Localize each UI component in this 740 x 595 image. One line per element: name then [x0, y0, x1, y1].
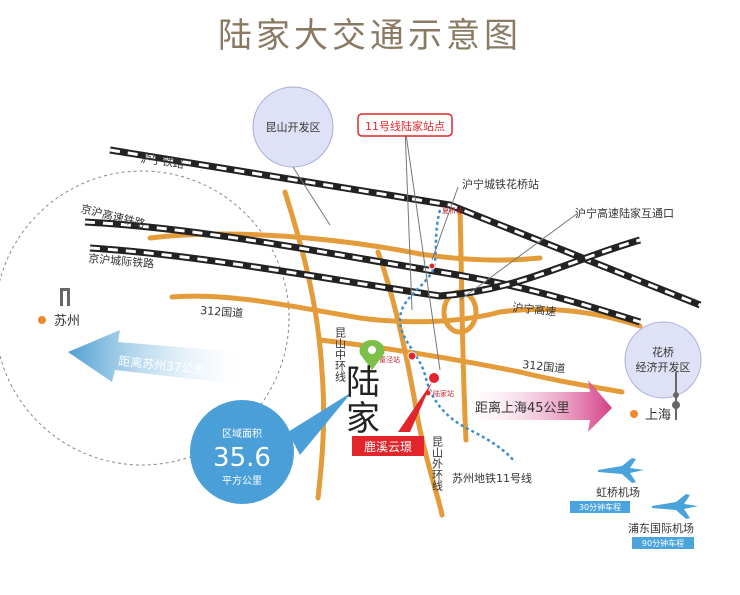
road-outer-ring-east [457, 209, 469, 443]
airplane-icon [652, 494, 698, 519]
shanghai-label: 上海 [645, 408, 671, 423]
town-char-lu: 陆 [346, 363, 380, 403]
svg-text:昆山开发区: 昆山开发区 [266, 120, 321, 134]
lujia-small-label: 陆家站 [433, 389, 454, 398]
suzhou-dot [38, 316, 46, 324]
shanghai-distance-arrow: 距离上海45公里 [468, 380, 612, 432]
location-pin-icon [359, 340, 385, 370]
intercity-huaqiao-label: 沪宁城铁花桥站 [462, 177, 539, 191]
svg-text:30分钟车程: 30分钟车程 [579, 502, 621, 512]
pudong-airport: 浦东国际机场 90分钟车程 [628, 494, 698, 549]
huaqiao-dev-zone: 花桥 经济开发区 [624, 321, 702, 399]
road-312-north [169, 293, 643, 329]
suzhou-range-circle [0, 170, 290, 466]
shentongjing-station-dot [407, 351, 417, 361]
metro-lujia-station-callout: 11号线陆家站点 [357, 113, 453, 137]
svg-text:11号线陆家站点: 11号线陆家站点 [365, 119, 445, 133]
road-312-west-label: 312国道 [200, 303, 244, 320]
airplane-icon [598, 458, 644, 483]
huning-expressway-label: 沪宁高速 [512, 300, 557, 319]
hongqiao-airport: 虹桥机场 30分钟车程 [570, 458, 644, 513]
svg-text:浦东国际机场: 浦东国际机场 [628, 521, 694, 535]
metro-line-11 [398, 209, 516, 463]
svg-text:虹桥机场: 虹桥机场 [596, 485, 640, 499]
metro-line-label: 苏州地铁11号线 [452, 471, 532, 485]
svg-text:花桥: 花桥 [652, 346, 674, 359]
suzhou-landmark-icon [60, 288, 70, 306]
road-312-east-label: 312国道 [522, 357, 566, 375]
svg-text:经济开发区: 经济开发区 [636, 360, 691, 374]
suzhou-label: 苏州 [54, 313, 80, 329]
leader-lines [292, 126, 579, 371]
jinghu-intercity-label: 京沪城际铁路 [88, 251, 155, 271]
middle-ring-label: 昆山中环线 [334, 327, 347, 382]
huaqiao-station-dot [428, 262, 436, 270]
svg-text:平方公里: 平方公里 [222, 474, 262, 487]
area-bubble: 区域面积 35.6 平方公里 [190, 392, 352, 504]
shanghai-dot [630, 410, 638, 418]
svg-text:距离上海45公里: 距离上海45公里 [475, 400, 570, 416]
svg-text:鹿溪云璟: 鹿溪云璟 [364, 439, 412, 454]
project-logo: 鹿溪云璟 [352, 382, 432, 456]
shanghai-tower-icon [672, 372, 680, 420]
kunshan-dev-zone: 昆山开发区 [252, 86, 334, 168]
svg-text:区域面积: 区域面积 [222, 427, 262, 440]
svg-text:90分钟车程: 90分钟车程 [642, 538, 684, 548]
town-char-jia: 家 [346, 399, 380, 439]
road-middle-ring [282, 189, 327, 501]
railways [84, 146, 702, 326]
page-title: 陆家大交通示意图 [218, 16, 522, 56]
xiaqiao-label: 夏桥站 [442, 206, 463, 215]
shentongjing-label: 神童泾站 [372, 355, 400, 364]
interchange-label: 沪宁高速陆家互通口 [575, 206, 674, 220]
suzhou-distance-arrow: 距离苏州37公里 [68, 330, 240, 384]
huning-rail-label: 沪宁铁路 [140, 151, 186, 171]
lujia-station-dot [429, 373, 439, 383]
svg-text:35.6: 35.6 [213, 443, 271, 473]
outer-ring-label: 昆山外环线 [431, 436, 444, 491]
